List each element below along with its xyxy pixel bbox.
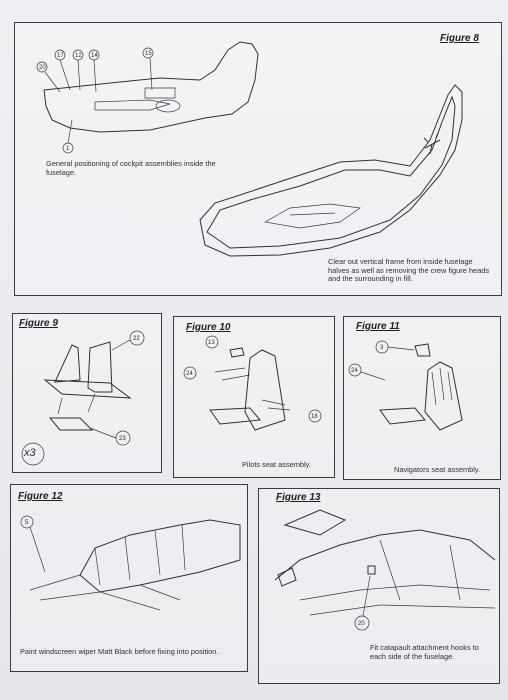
callout-24b: 24: [351, 368, 358, 374]
callout-13: 13: [208, 340, 215, 346]
callout-22: 22: [133, 336, 140, 342]
figure-12-panel: [10, 484, 248, 672]
figure-11-title: Figure 11: [356, 321, 400, 332]
figure-8-panel: [14, 22, 502, 296]
callout-20b: 20: [358, 621, 365, 627]
figure-10-panel: [173, 316, 335, 478]
callout-12: 12: [75, 53, 82, 59]
figure-12-caption: Paint windscreen wiper Matt Black before…: [20, 647, 219, 656]
callout-15: 15: [145, 51, 152, 57]
callout-1: 1: [66, 146, 70, 152]
figure-13-panel: [258, 488, 500, 684]
figure-13-caption: Fit catapault attachment hooks to each s…: [370, 643, 479, 661]
callout-20: 20: [39, 65, 46, 71]
callout-3: 3: [380, 345, 384, 351]
figure-8-caption-left: General positioning of cockpit assemblie…: [46, 159, 216, 177]
figure-8-caption-right: Clear out vertical frame from inside fus…: [328, 257, 490, 284]
multiplier-x3: x3: [24, 447, 36, 459]
callout-23: 23: [119, 436, 126, 442]
figure-9-title: Figure 9: [19, 318, 58, 329]
figure-11-panel: [343, 316, 501, 480]
callout-17: 17: [57, 53, 64, 59]
figure-10-caption: Pilots seat assembly.: [242, 460, 311, 469]
figure-12-title: Figure 12: [18, 491, 63, 502]
figure-13-title: Figure 13: [276, 492, 321, 503]
fuselage-side-drawing: 20 17 12 14 15 1: [36, 41, 259, 154]
figure-9-panel: [12, 313, 162, 473]
callout-5: 5: [25, 520, 29, 526]
figure-11-caption: Navigators seat assembly.: [394, 465, 481, 474]
fuselage-top-drawing: [199, 84, 463, 257]
callout-14: 14: [91, 53, 98, 59]
figure-10-title: Figure 10: [186, 322, 231, 333]
callout-18: 18: [311, 414, 318, 420]
callout-24: 24: [186, 371, 193, 377]
figure-8-title: Figure 8: [440, 33, 479, 44]
